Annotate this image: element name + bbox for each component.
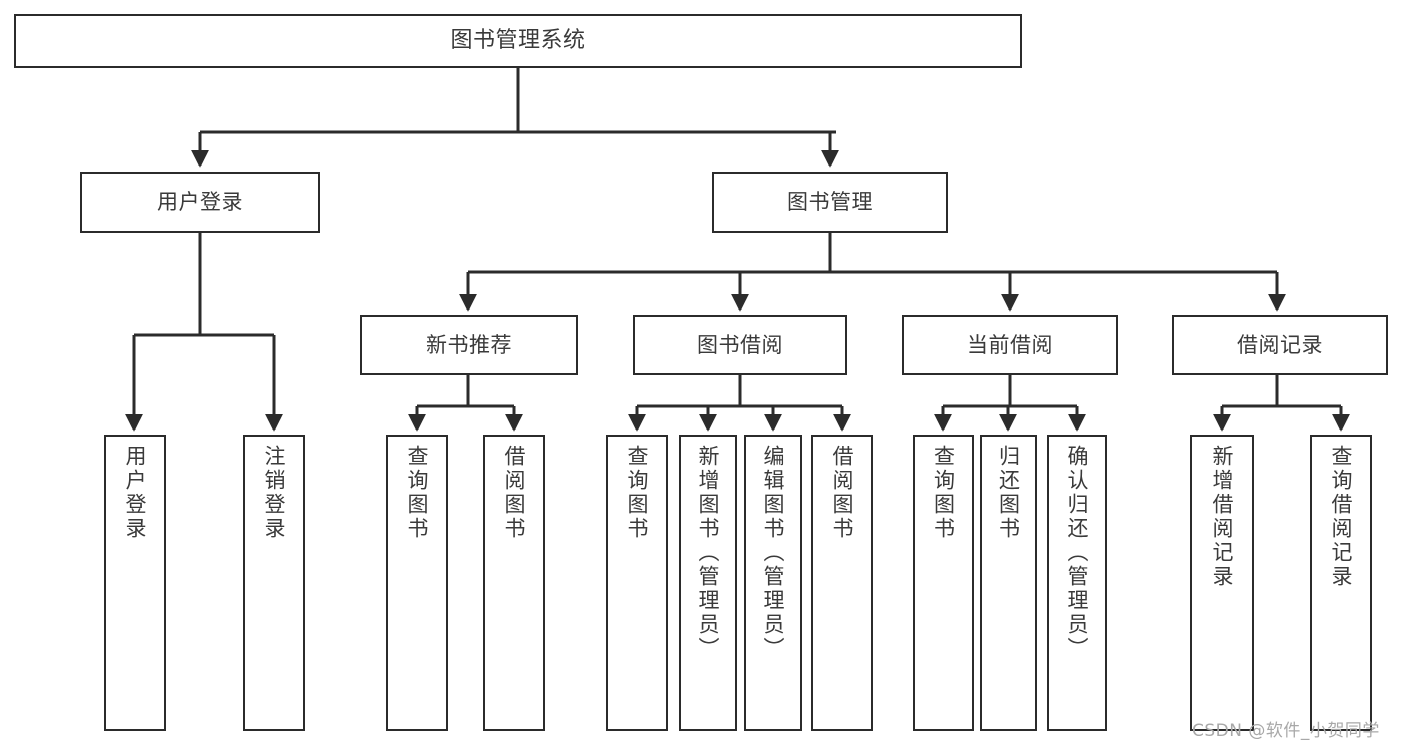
node-label: 查询图书 [625, 445, 650, 541]
node-book-borrow[interactable]: 图书借阅 [633, 315, 847, 375]
node-label: 新书推荐 [426, 332, 512, 357]
leaf-current-confirm-return-admin[interactable]: 确认归还（管理员） [1047, 435, 1107, 731]
node-label: 借阅记录 [1237, 332, 1323, 357]
leaf-current-return-book[interactable]: 归还图书 [980, 435, 1037, 731]
watermark-text: CSDN @软件_小贺同学 [1192, 721, 1380, 741]
node-label: 图书管理 [787, 190, 873, 215]
node-label: 新增图书（管理员） [696, 445, 721, 661]
node-root-system[interactable]: 图书管理系统 [14, 14, 1022, 68]
leaf-borrow-edit-book-admin[interactable]: 编辑图书（管理员） [744, 435, 802, 731]
leaf-current-query-book[interactable]: 查询图书 [913, 435, 974, 731]
node-label: 查询借阅记录 [1329, 445, 1354, 589]
node-label: 归还图书 [996, 445, 1021, 541]
node-label: 用户登录 [123, 445, 148, 541]
node-label: 用户登录 [157, 190, 243, 215]
node-label: 借阅图书 [830, 445, 855, 541]
leaf-borrow-borrow-book[interactable]: 借阅图书 [811, 435, 873, 731]
node-label: 查询图书 [405, 445, 430, 541]
node-label: 编辑图书（管理员） [761, 445, 786, 661]
leaf-record-query-record[interactable]: 查询借阅记录 [1310, 435, 1372, 731]
node-borrow-record[interactable]: 借阅记录 [1172, 315, 1388, 375]
node-label: 借阅图书 [502, 445, 527, 541]
leaf-user-login-login[interactable]: 用户登录 [104, 435, 166, 731]
leaf-record-add-record[interactable]: 新增借阅记录 [1190, 435, 1254, 731]
leaf-borrow-add-book-admin[interactable]: 新增图书（管理员） [679, 435, 737, 731]
node-new-book-recommend[interactable]: 新书推荐 [360, 315, 578, 375]
leaf-borrow-query-book[interactable]: 查询图书 [606, 435, 668, 731]
node-label: 查询图书 [931, 445, 956, 541]
node-current-borrow[interactable]: 当前借阅 [902, 315, 1118, 375]
node-label: 当前借阅 [967, 332, 1053, 357]
node-label: 注销登录 [262, 445, 287, 541]
node-label: 图书管理系统 [450, 27, 586, 53]
leaf-recommend-borrow-book[interactable]: 借阅图书 [483, 435, 545, 731]
node-label: 新增借阅记录 [1210, 445, 1235, 589]
node-label: 图书借阅 [697, 332, 783, 357]
node-book-management[interactable]: 图书管理 [712, 172, 948, 233]
leaf-recommend-query-book[interactable]: 查询图书 [386, 435, 448, 731]
leaf-user-login-logout[interactable]: 注销登录 [243, 435, 305, 731]
node-label: 确认归还（管理员） [1065, 445, 1090, 661]
node-user-login[interactable]: 用户登录 [80, 172, 320, 233]
